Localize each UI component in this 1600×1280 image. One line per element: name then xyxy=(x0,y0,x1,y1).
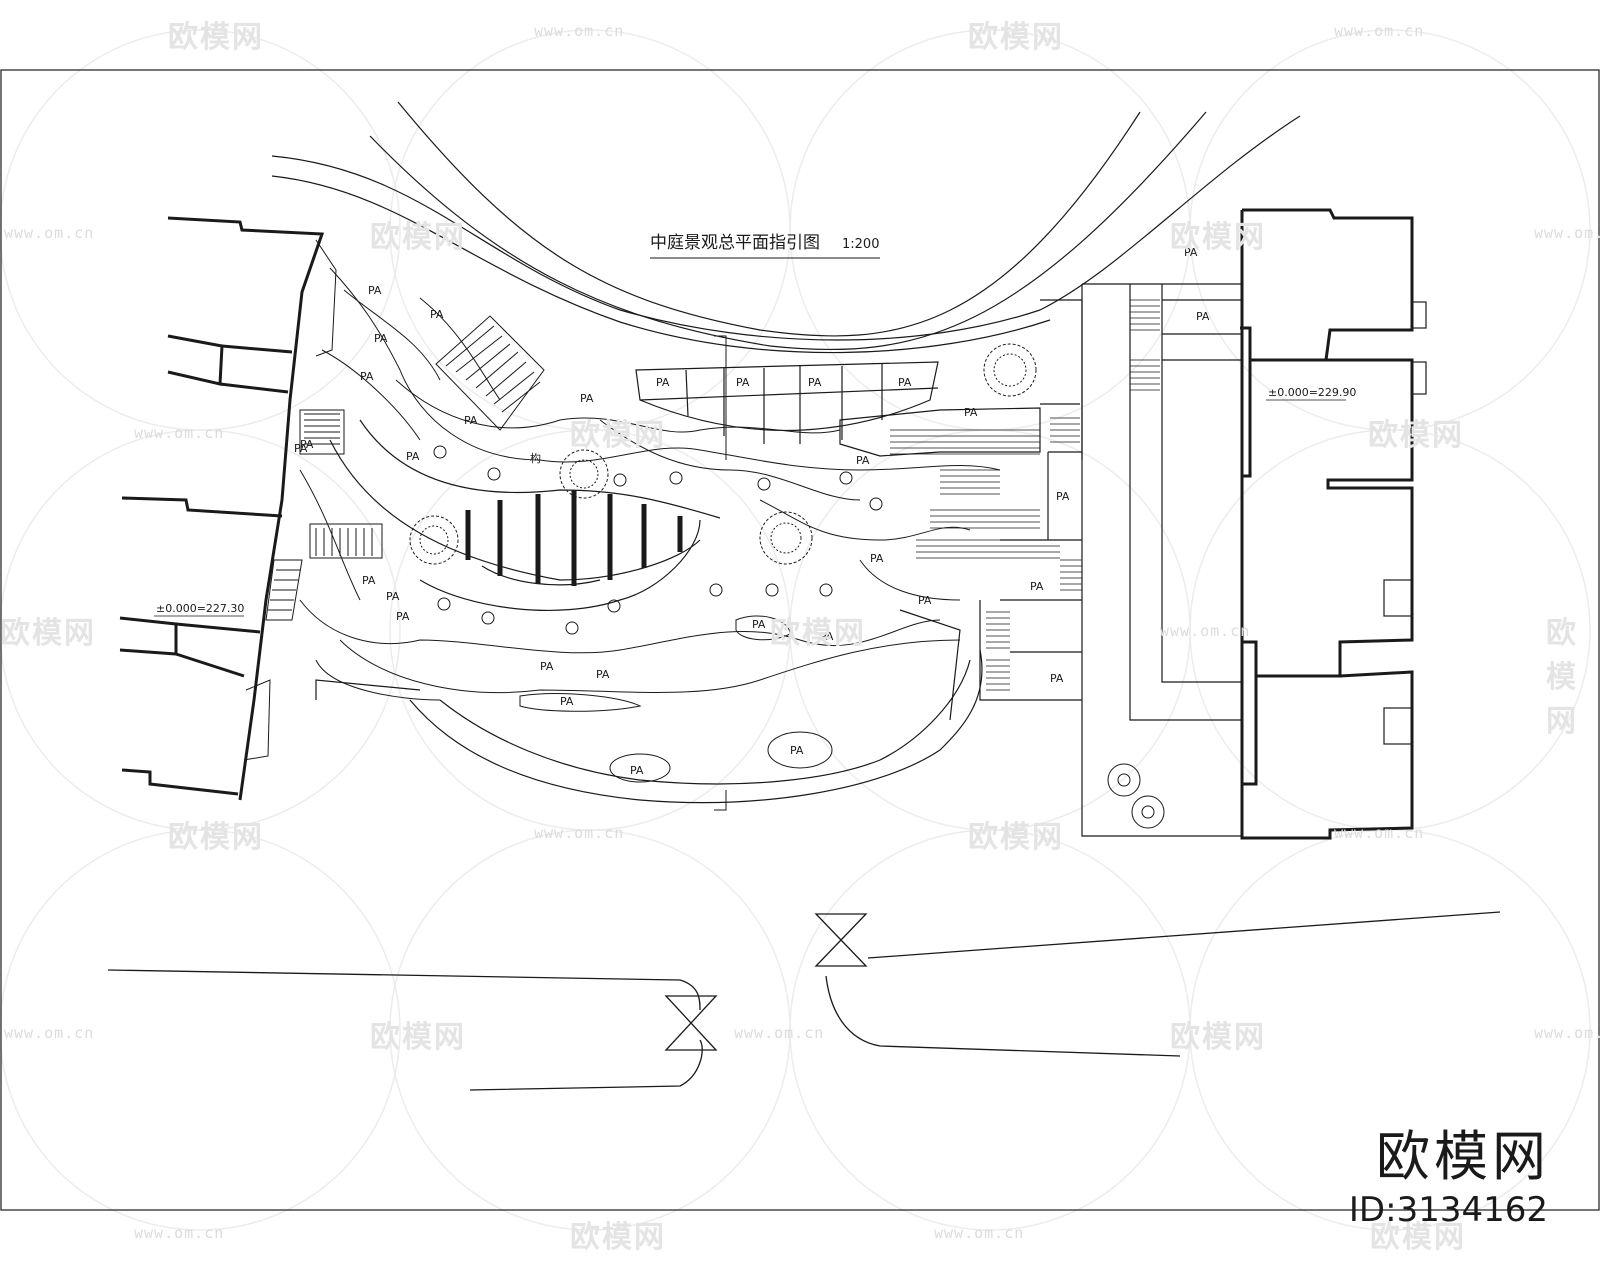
shrubs xyxy=(433,445,883,635)
watermark-url: www.om.cn xyxy=(534,824,625,842)
pa-label: PA xyxy=(736,376,750,389)
lower-road xyxy=(107,911,1501,1091)
drawing-title: 中庭景观总平面指引图 xyxy=(650,233,820,253)
brand-logo-text: 欧模网 xyxy=(1376,1125,1550,1188)
watermark-brand: 欧模网 xyxy=(1546,616,1578,739)
pa-label: PA xyxy=(360,370,374,383)
pa-label: PA xyxy=(386,590,400,603)
pa-label: PA xyxy=(752,618,766,631)
upper-plaza-boxes xyxy=(635,361,1041,457)
right-stairs xyxy=(890,299,1160,691)
watermark-brand: 欧模网 xyxy=(1170,1020,1266,1055)
pa-label: PA xyxy=(374,332,388,345)
watermark-url: www.om.cn xyxy=(934,1224,1025,1242)
watermark-url: www.om.cn xyxy=(134,424,225,442)
pa-label: PA xyxy=(1196,310,1210,323)
pa-label: PA xyxy=(1030,580,1044,593)
right-building-details xyxy=(1383,301,1427,745)
section-lines xyxy=(714,335,727,811)
watermark-url: www.om.cn xyxy=(1334,824,1425,842)
pa-label: PA xyxy=(300,438,314,451)
pa-label: PA xyxy=(656,376,670,389)
watermark-url: www.om.cn xyxy=(134,1224,225,1242)
pa-label: PA xyxy=(898,376,912,389)
watermark-brand: 欧模网 xyxy=(1170,220,1266,255)
watermark-url: www.om.cn xyxy=(734,1024,825,1042)
pa-label: PA xyxy=(630,764,644,777)
level-annotations: ±0.000=227.30 ±0.000=229.90 xyxy=(154,386,1356,617)
watermark-brand: 欧模网 xyxy=(570,418,666,453)
watermark-brand: 欧模网 xyxy=(0,616,96,651)
pergola-beams xyxy=(465,490,683,586)
watermark-url: www.om.cn xyxy=(4,1024,95,1042)
drawing-title-group: 中庭景观总平面指引图 1:200 xyxy=(650,233,880,259)
watermark-brand: 欧模网 xyxy=(968,820,1064,855)
pa-label: PA xyxy=(790,744,804,757)
left-building-thin xyxy=(243,239,337,761)
central-promenade xyxy=(329,419,721,611)
left-stairs xyxy=(265,409,383,621)
watermark-brand: 欧模网 xyxy=(770,616,866,651)
planting-beds xyxy=(299,267,1001,701)
watermark-brand: 欧模网 xyxy=(1370,1220,1466,1255)
pa-label: PA xyxy=(540,660,554,673)
pa-label: PA xyxy=(430,308,444,321)
drawing-frame xyxy=(0,69,1600,1211)
pa-label: PA xyxy=(396,610,410,623)
pa-label: PA xyxy=(808,376,822,389)
pa-label: PA xyxy=(406,450,420,463)
watermark-brand: 欧模网 xyxy=(1368,418,1464,453)
pa-label: PA xyxy=(820,630,834,643)
upper-left-stair xyxy=(435,315,545,431)
right-terrace xyxy=(979,283,1243,837)
watermark-brand: 欧模网 xyxy=(968,20,1064,55)
pa-label: PA xyxy=(870,552,884,565)
watermark-url: www.om.cn xyxy=(1534,1024,1600,1042)
watermark-url: www.om.cn xyxy=(1534,224,1600,242)
pa-label: PA xyxy=(294,442,308,455)
lower-lawn xyxy=(315,609,983,804)
watermark-circles xyxy=(0,29,1591,1231)
drawing-scale: 1:200 xyxy=(842,237,879,252)
trees xyxy=(409,343,1165,829)
pa-label: PA xyxy=(596,668,610,681)
watermark-brand: 欧模网 xyxy=(168,20,264,55)
area-labels: PA PA PA PA PA PA PA PA PA PA PA PA PA P… xyxy=(294,246,1210,777)
left-building xyxy=(119,216,325,801)
pa-label: PA xyxy=(1050,672,1064,685)
pa-label: PA xyxy=(1056,490,1070,503)
lawn-islands xyxy=(519,615,833,783)
pa-label: PA xyxy=(368,284,382,297)
watermark-url: www.om.cn xyxy=(1160,622,1251,640)
level-right: ±0.000=229.90 xyxy=(1268,386,1356,399)
level-left: ±0.000=227.30 xyxy=(156,602,244,615)
pa-label: PA xyxy=(1184,246,1198,259)
pa-label: PA xyxy=(964,406,978,419)
watermark-url: www.om.cn xyxy=(1334,22,1425,40)
pa-label: PA xyxy=(856,454,870,467)
pa-label: PA xyxy=(580,392,594,405)
watermark-brand: 欧模网 xyxy=(570,1220,666,1255)
watermark-url: www.om.cn xyxy=(534,22,625,40)
brand-id: ID:3134162 xyxy=(1348,1190,1548,1230)
pavilion-label: 构 xyxy=(530,451,541,465)
pa-label: PA xyxy=(362,574,376,587)
watermark-brand: 欧模网 xyxy=(370,220,466,255)
road-lines xyxy=(271,101,1301,354)
pa-label: PA xyxy=(918,594,932,607)
pa-label: PA xyxy=(560,695,574,708)
watermark-url: www.om.cn xyxy=(4,224,95,242)
watermark-brand: 欧模网 xyxy=(168,820,264,855)
watermark-brand: 欧模网 xyxy=(370,1020,466,1055)
pa-label: PA xyxy=(464,414,478,427)
